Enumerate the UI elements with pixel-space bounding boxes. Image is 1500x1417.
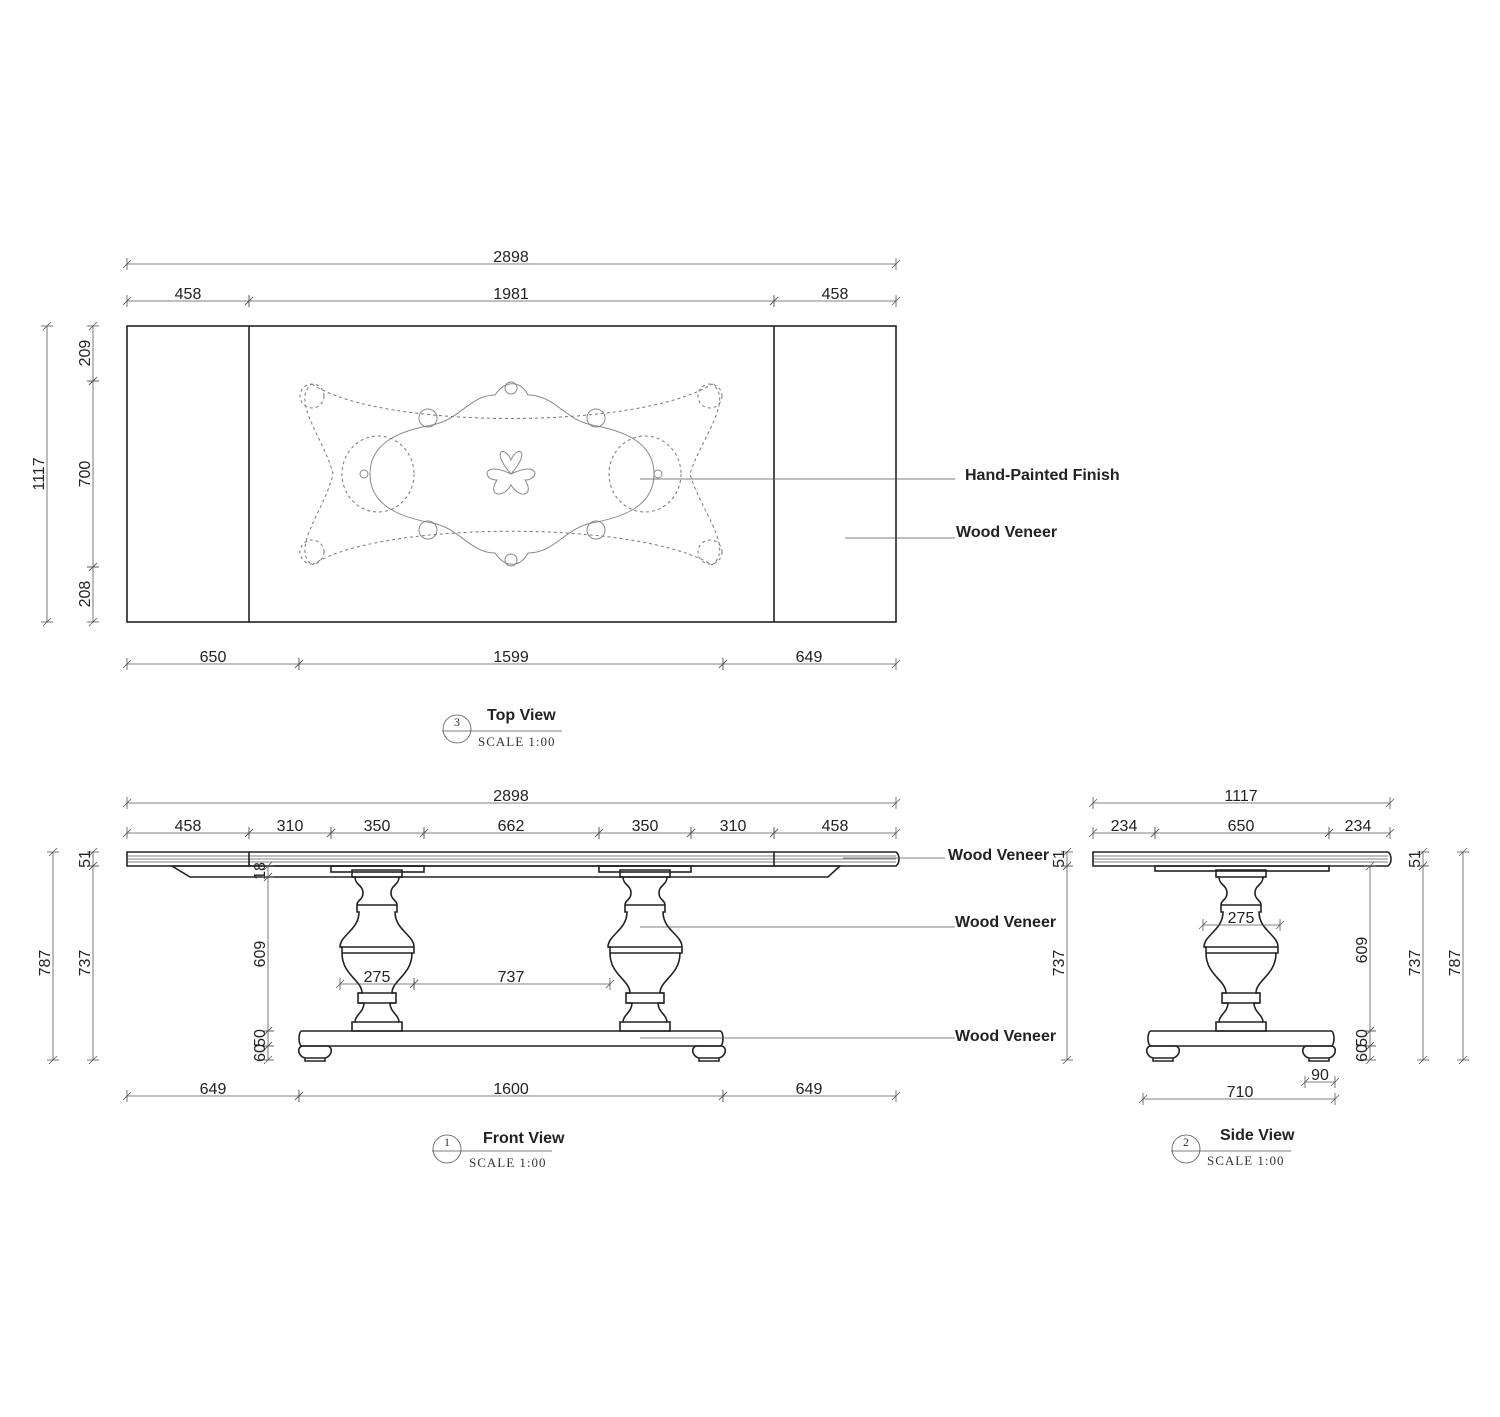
dimension-value: 649 — [796, 649, 823, 666]
foot-left — [1145, 1045, 1181, 1062]
view-number: 1 — [444, 1135, 450, 1149]
pedestal-right — [607, 869, 683, 1032]
foot-left — [297, 1045, 333, 1062]
dimension-value: 787 — [1447, 950, 1464, 977]
dimension-value: 50 — [1354, 1029, 1371, 1047]
dimension-value: 737 — [1407, 950, 1424, 977]
callout-wood-veneer: Wood Veneer — [956, 524, 1057, 541]
dimension-value: 2898 — [493, 788, 529, 805]
dimension-value: 1117 — [1224, 788, 1257, 805]
dimension-value: 662 — [498, 818, 525, 835]
dimension-value: 609 — [1354, 937, 1371, 964]
pedestal-side — [1203, 869, 1279, 1032]
side-view: 2 Side View SCALE 1:00 — [1092, 851, 1392, 1168]
dimension-value: 609 — [252, 941, 269, 968]
dimension-value: 650 — [1228, 818, 1255, 835]
dimension-value: 51 — [1407, 850, 1424, 868]
dimension-value: 310 — [720, 818, 747, 835]
view-number-bubble — [442, 714, 472, 744]
dimension-value: 50 — [252, 1029, 269, 1047]
dimension-lines: 2898 458 1981 458 650 1599 649 1117 209 700 208 289… — [31, 249, 1469, 1105]
dimension-value: 710 — [1227, 1084, 1254, 1101]
dimension-value: 700 — [77, 461, 94, 488]
hand-painted-ornament — [299, 381, 723, 567]
tabletop-outline — [126, 325, 897, 623]
apron-front — [169, 865, 843, 878]
dimension-value: 234 — [1345, 818, 1372, 835]
dimension-value: 2898 — [493, 249, 529, 266]
dimension-value: 787 — [37, 950, 54, 977]
dimension-value: 51 — [77, 850, 94, 868]
pedestal-left — [339, 869, 415, 1032]
dimension-value: 737 — [498, 969, 525, 986]
dimension-value: 737 — [77, 950, 94, 977]
view-number-bubble — [1171, 1134, 1201, 1164]
view-number: 2 — [1183, 1135, 1189, 1149]
base-side — [1147, 1030, 1335, 1047]
dimension-value: 649 — [200, 1081, 227, 1098]
view-title: Top View — [487, 707, 556, 724]
dimension-value: 1117 — [31, 457, 48, 490]
view-scale: SCALE 1:00 — [478, 734, 556, 749]
dimension-value: 1600 — [493, 1081, 529, 1098]
dimension-value: 458 — [822, 818, 849, 835]
callout-wood-veneer-top: Wood Veneer — [948, 847, 1049, 864]
dimension-value: 90 — [1311, 1067, 1329, 1084]
base-front — [298, 1030, 724, 1047]
dimension-value: 51 — [1051, 850, 1068, 868]
dimension-value: 1981 — [493, 286, 529, 303]
dimension-value: 234 — [1111, 818, 1138, 835]
dimension-value: 275 — [364, 969, 391, 986]
dimension-value: 208 — [77, 581, 94, 608]
foot-right — [1301, 1045, 1337, 1062]
dimension-value: 350 — [364, 818, 391, 835]
view-number: 3 — [454, 715, 460, 729]
dimension-value: 60 — [1354, 1044, 1371, 1062]
apron-side — [1154, 865, 1330, 872]
dimension-value: 1599 — [493, 649, 529, 666]
dimension-value: 350 — [632, 818, 659, 835]
callout-wood-veneer-base: Wood Veneer — [955, 1028, 1056, 1045]
view-title-side: 2 Side View SCALE 1:00 — [1171, 1127, 1295, 1168]
top-view: Hand-Painted Finish Wood Veneer 3 Top Vi… — [126, 325, 1120, 749]
view-scale: SCALE 1:00 — [1207, 1153, 1285, 1168]
dimension-value: 275 — [1228, 910, 1255, 927]
tabletop-front — [126, 851, 900, 867]
dimension-value: 650 — [200, 649, 227, 666]
foot-right — [691, 1045, 727, 1062]
view-scale: SCALE 1:00 — [469, 1155, 547, 1170]
tabletop-side — [1092, 851, 1392, 867]
front-view: Wood Veneer Wood Veneer Wood Veneer 1 Fr… — [126, 847, 1056, 1170]
dimension-value: 737 — [1051, 950, 1068, 977]
dimension-value: 18 — [252, 862, 269, 880]
dimension-value: 60 — [252, 1044, 269, 1062]
dimension-value: 458 — [822, 286, 849, 303]
callout-wood-veneer-pedestal: Wood Veneer — [955, 914, 1056, 931]
dimension-value: 458 — [175, 286, 202, 303]
view-number-bubble — [432, 1134, 462, 1164]
dimension-value: 209 — [77, 340, 94, 367]
dimension-value: 310 — [277, 818, 304, 835]
view-title: Side View — [1220, 1127, 1295, 1144]
callout-hand-painted-finish: Hand-Painted Finish — [965, 467, 1120, 484]
view-title: Front View — [483, 1130, 565, 1147]
dimension-value: 458 — [175, 818, 202, 835]
view-title-front: 1 Front View SCALE 1:00 — [432, 1130, 565, 1170]
dimension-value: 649 — [796, 1081, 823, 1098]
view-title-top: 3 Top View SCALE 1:00 — [442, 707, 562, 749]
